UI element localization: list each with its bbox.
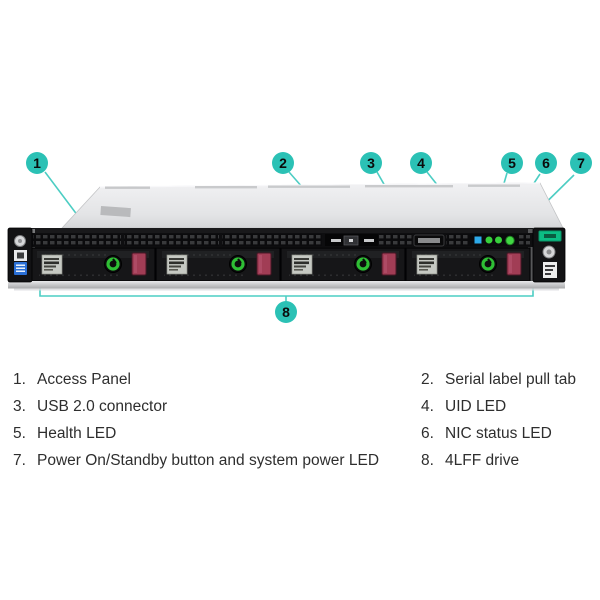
callout-5: 5 bbox=[501, 152, 523, 174]
drive-bay-1 bbox=[30, 247, 156, 282]
led-cluster-panel bbox=[470, 234, 518, 246]
legend-item-label: USB 2.0 connector bbox=[37, 397, 168, 415]
legend-item-label: 4LFF drive bbox=[445, 451, 520, 469]
callout-3: 3 bbox=[360, 152, 382, 174]
cover-print-mark bbox=[468, 184, 520, 187]
legend-right-column: 2. Serial label pull tab 4. UID LED 6. N… bbox=[421, 366, 596, 474]
legend-item-number: 3. bbox=[13, 397, 26, 415]
callout-4: 4 bbox=[410, 152, 432, 174]
drive-label bbox=[416, 254, 438, 275]
callout-2: 2 bbox=[272, 152, 294, 174]
access-panel bbox=[61, 182, 564, 229]
uid-led bbox=[474, 236, 482, 244]
legend-item-label: Access Panel bbox=[37, 370, 131, 388]
power-button-led bbox=[505, 235, 515, 246]
legend-item-number: 5. bbox=[13, 424, 26, 442]
legend-left-column: 1. Access Panel 3. USB 2.0 connector 5. … bbox=[13, 366, 413, 474]
callout-8: 8 bbox=[275, 301, 297, 323]
health-led bbox=[485, 236, 493, 244]
legend-item-label: Power On/Standby button and system power… bbox=[37, 451, 380, 469]
legend-item-number: 6. bbox=[421, 424, 434, 442]
legend-row: 8. 4LFF drive bbox=[421, 447, 596, 474]
drive-label bbox=[41, 254, 63, 275]
leader-line-1 bbox=[44, 171, 79, 217]
legend-row: 1. Access Panel bbox=[13, 366, 413, 393]
legend-item-number: 1. bbox=[13, 370, 26, 388]
drive-bay-2 bbox=[155, 247, 281, 282]
right-rack-ear bbox=[532, 227, 566, 283]
callout-7: 7 bbox=[570, 152, 592, 174]
cover-print-mark bbox=[365, 185, 453, 188]
chassis-bottom-lip bbox=[8, 281, 565, 289]
nic-status-led bbox=[495, 236, 502, 244]
vent-grid bbox=[33, 234, 121, 246]
chassis-shadow bbox=[14, 288, 559, 291]
callout-1: 1 bbox=[26, 152, 48, 174]
drive-label bbox=[291, 254, 313, 275]
cover-print-mark bbox=[105, 186, 150, 189]
legend-item-label: Serial label pull tab bbox=[445, 370, 576, 388]
drive-label bbox=[166, 254, 188, 275]
drive-bay-4 bbox=[405, 247, 531, 282]
legend-item-label: Health LED bbox=[37, 424, 117, 442]
legend-item-number: 8. bbox=[421, 451, 434, 469]
legend-row: 4. UID LED bbox=[421, 393, 596, 420]
drive-bay-3 bbox=[280, 247, 406, 282]
legend-row: 7. Power On/Standby button and system po… bbox=[13, 447, 413, 474]
serial-label-pull-tab bbox=[325, 234, 378, 246]
callout-6: 6 bbox=[535, 152, 557, 174]
drive-bays bbox=[30, 247, 531, 282]
usb-port bbox=[413, 234, 445, 247]
legend-item-label: UID LED bbox=[445, 397, 507, 415]
legend-row: 6. NIC status LED bbox=[421, 420, 596, 447]
vent-grid bbox=[378, 234, 412, 246]
legend-item-label: NIC status LED bbox=[445, 424, 552, 442]
cover-print-mark bbox=[195, 186, 257, 189]
legend-row: 5. Health LED bbox=[13, 420, 413, 447]
legend-item-number: 2. bbox=[421, 370, 434, 388]
legend-item-number: 4. bbox=[421, 397, 434, 415]
vent-grid bbox=[222, 234, 322, 246]
left-rack-ear bbox=[7, 227, 33, 283]
vent-grid bbox=[446, 234, 472, 246]
vent-grid bbox=[124, 234, 219, 246]
legend-row: 3. USB 2.0 connector bbox=[13, 393, 413, 420]
cover-print-mark bbox=[268, 185, 350, 188]
legend-row: 2. Serial label pull tab bbox=[421, 366, 596, 393]
cover-sticker bbox=[100, 206, 131, 218]
legend-item-number: 7. bbox=[13, 451, 26, 469]
vent-grid bbox=[516, 234, 530, 246]
